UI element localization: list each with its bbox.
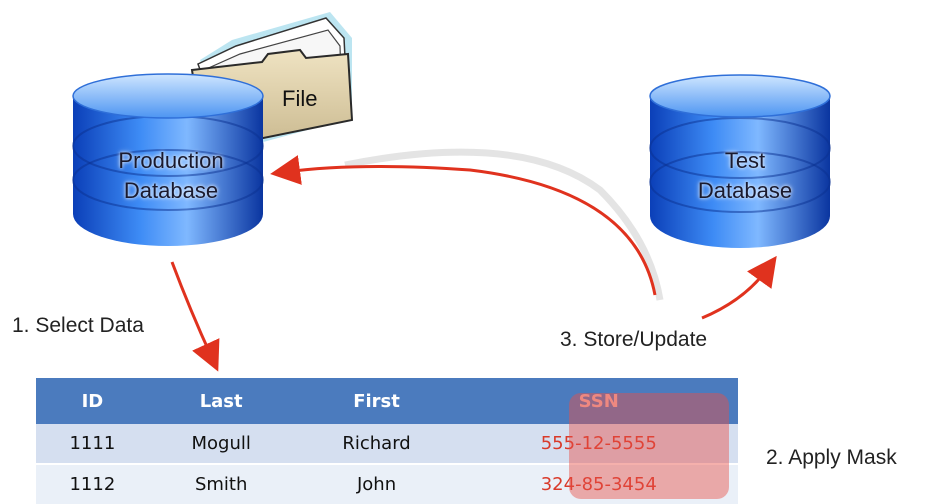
file-label: File (282, 86, 318, 111)
store-to-test-arrow (701, 255, 777, 320)
data-table: ID Last First SSN 1111 Mogull Richard 55… (36, 378, 738, 504)
header-id: ID (36, 378, 149, 424)
cell-last: Mogull (148, 424, 294, 465)
production-database-icon (72, 73, 264, 246)
step-select-data: 1. Select Data (12, 314, 144, 337)
test-label-line1: Test (724, 148, 766, 173)
arrow-shadow (344, 148, 664, 301)
store-to-production-arrow (270, 155, 657, 296)
cell-ssn: 555-12-5555 (459, 424, 738, 465)
cell-ssn: 324-85-3454 (459, 464, 738, 504)
table-row: 1111 Mogull Richard 555-12-5555 (36, 424, 738, 465)
ssn-mask-overlay (569, 393, 729, 499)
production-label-line1: Production (118, 148, 224, 173)
production-label-line2: Database (123, 178, 219, 203)
header-ssn: SSN (459, 378, 738, 424)
cell-first: John (293, 464, 460, 504)
test-database-icon (649, 74, 831, 248)
header-first: First (293, 378, 460, 424)
table-row: 1112 Smith John 324-85-3454 (36, 464, 738, 504)
header-last: Last (148, 378, 294, 424)
cell-first: Richard (293, 424, 460, 465)
test-database-label: Test Database (660, 146, 830, 206)
cell-last: Smith (148, 464, 294, 504)
cell-id: 1111 (36, 424, 149, 465)
step-store-update: 3. Store/Update (560, 328, 708, 351)
select-arrow (170, 261, 220, 372)
cell-id: 1112 (36, 464, 149, 504)
step-apply-mask: 2. Apply Mask (766, 446, 897, 469)
table-header-row: ID Last First SSN (36, 378, 738, 424)
production-database-label: Production Database (88, 146, 254, 206)
test-label-line2: Database (697, 178, 793, 203)
